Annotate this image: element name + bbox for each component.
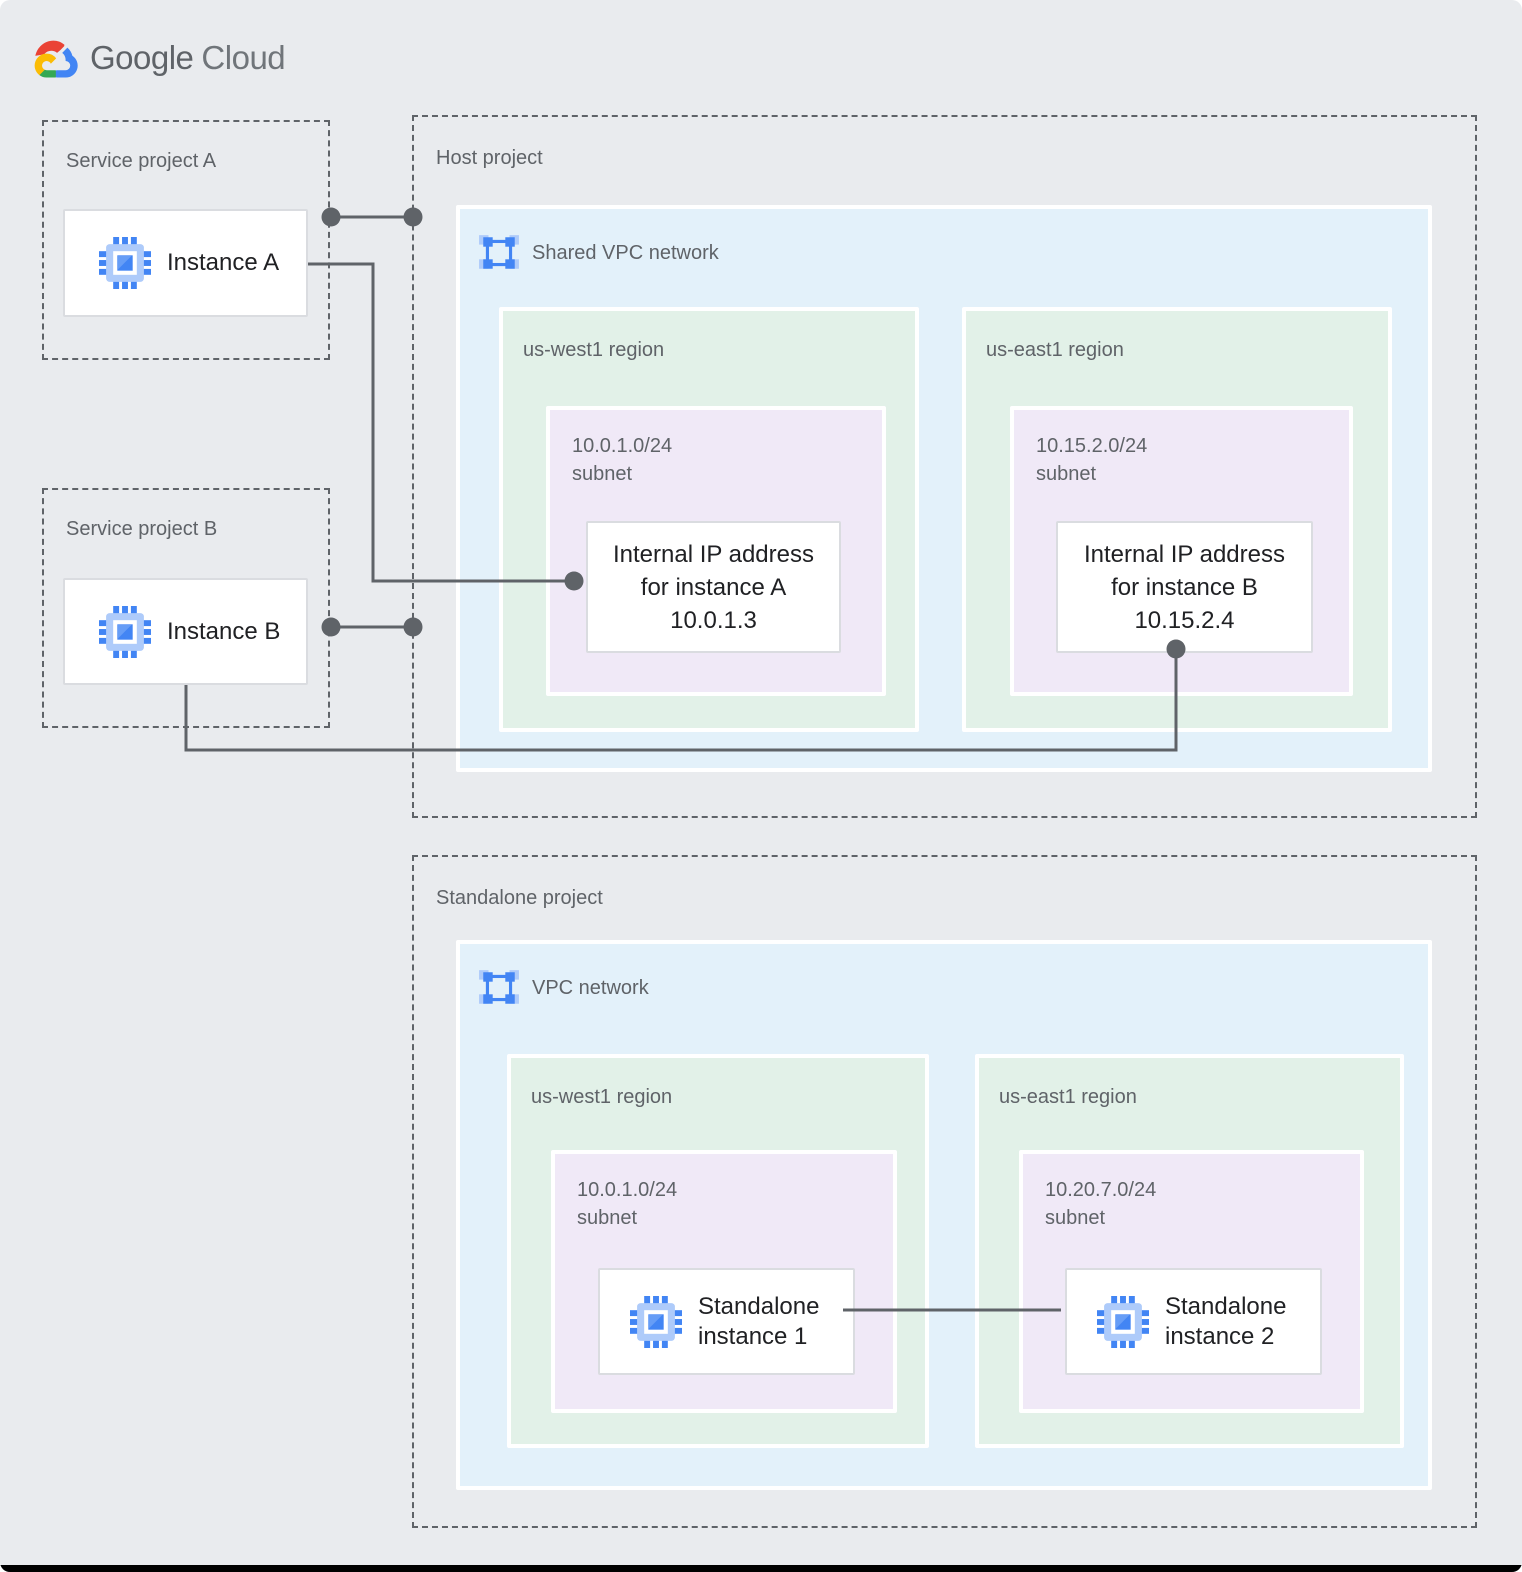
compute-engine-icon <box>630 1295 682 1348</box>
instance-line: instance 2 <box>1165 1322 1275 1350</box>
instance-a-card: Instance A <box>63 209 308 317</box>
instance-b-card: Instance B <box>63 578 308 685</box>
host-subnet-us-west1-label: 10.0.1.0/24 subnet <box>572 432 672 488</box>
ip-card-line: 10.0.1.3 <box>670 606 757 634</box>
host-region-us-east1: us-east1 region 10.15.2.0/24 subnet Inte… <box>962 307 1392 732</box>
ip-card-line: for instance A <box>640 573 787 601</box>
logo-word-cloud: Cloud <box>201 39 286 76</box>
host-project-label: Host project <box>436 147 543 169</box>
host-subnet-us-east1-label: 10.15.2.0/24 subnet <box>1036 432 1147 488</box>
service-project-b-label: Service project B <box>66 518 218 540</box>
shared-vpc-network-panel: Shared VPC network us-west1 region 10.0.… <box>456 205 1432 772</box>
shared-vpc-network-label: Shared VPC network <box>532 241 719 264</box>
standalone-region-us-east1-label: us-east1 region <box>999 1086 1137 1108</box>
internal-ip-card-b: Internal IP address for instance B 10.15… <box>1056 521 1313 653</box>
standalone-region-us-east1: us-east1 region 10.20.7.0/24 subnet <box>975 1054 1404 1448</box>
compute-engine-icon <box>99 605 151 658</box>
standalone-subnet-us-east1: 10.20.7.0/24 subnet <box>1019 1150 1364 1413</box>
subnet-cidr: 10.0.1.0/24 <box>572 435 673 457</box>
ip-card-line: 10.15.2.4 <box>1134 606 1235 634</box>
standalone-instance-2-card: Standalone instance 2 <box>1065 1268 1322 1375</box>
ip-card-line: Internal IP address <box>1083 540 1285 568</box>
google-cloud-logo-icon <box>30 38 78 78</box>
vpc-network-icon <box>478 232 520 274</box>
standalone-subnet-us-east1-label: 10.20.7.0/24 subnet <box>1045 1176 1156 1232</box>
subnet-cidr: 10.0.1.0/24 <box>577 1179 678 1201</box>
standalone-instance-1-card: Standalone instance 1 <box>598 1268 855 1375</box>
subnet-word: subnet <box>1036 463 1097 485</box>
logo-word-google: Google <box>90 39 194 76</box>
host-region-us-east1-label: us-east1 region <box>986 339 1124 361</box>
compute-engine-icon <box>1097 1295 1149 1348</box>
subnet-cidr: 10.20.7.0/24 <box>1045 1179 1157 1201</box>
instance-a-label: Instance A <box>167 249 280 276</box>
standalone-project-box: Standalone project <box>412 855 1477 1528</box>
standalone-region-us-west1: us-west1 region 10.0.1.0/24 subnet <box>507 1054 929 1448</box>
instance-line: Standalone <box>1165 1292 1287 1320</box>
instance-b-label: Instance B <box>167 617 281 645</box>
standalone-instance-2-label: Standalone instance 2 <box>1165 1292 1286 1352</box>
subnet-word: subnet <box>1045 1207 1106 1229</box>
subnet-cidr: 10.15.2.0/24 <box>1036 435 1148 457</box>
subnet-word: subnet <box>572 463 633 485</box>
standalone-project-label: Standalone project <box>436 887 603 909</box>
host-subnet-us-east1: 10.15.2.0/24 subnet Internal IP address … <box>1010 406 1353 696</box>
subnet-word: subnet <box>577 1207 638 1229</box>
vpc-network-icon <box>478 967 520 1009</box>
host-subnet-us-west1: 10.0.1.0/24 subnet Internal IP address f… <box>546 406 886 696</box>
ip-card-line: for instance B <box>1111 573 1258 601</box>
standalone-instance-1-label: Standalone instance 1 <box>698 1292 819 1352</box>
instance-line: instance 1 <box>698 1322 808 1350</box>
instance-line: Standalone <box>698 1292 820 1320</box>
vpc-network-label: VPC network <box>532 976 649 999</box>
host-region-us-west1-label: us-west1 region <box>523 339 665 361</box>
ip-card-line: Internal IP address <box>612 540 814 568</box>
vpc-network-panel: VPC network us-west1 region 10.0.1.0/24 … <box>456 940 1432 1490</box>
bottom-edge-strip <box>0 1565 1522 1572</box>
service-project-a-label: Service project A <box>66 150 217 172</box>
standalone-region-us-west1-label: us-west1 region <box>531 1086 673 1108</box>
compute-engine-icon <box>99 237 151 289</box>
service-project-a-box: Service project A <box>42 120 330 360</box>
internal-ip-card-a: Internal IP address for instance A 10.0.… <box>586 521 841 653</box>
standalone-subnet-us-west1-label: 10.0.1.0/24 subnet <box>577 1176 677 1232</box>
standalone-subnet-us-west1: 10.0.1.0/24 subnet <box>551 1150 897 1413</box>
host-region-us-west1: us-west1 region 10.0.1.0/24 subnet Inter… <box>499 307 919 732</box>
